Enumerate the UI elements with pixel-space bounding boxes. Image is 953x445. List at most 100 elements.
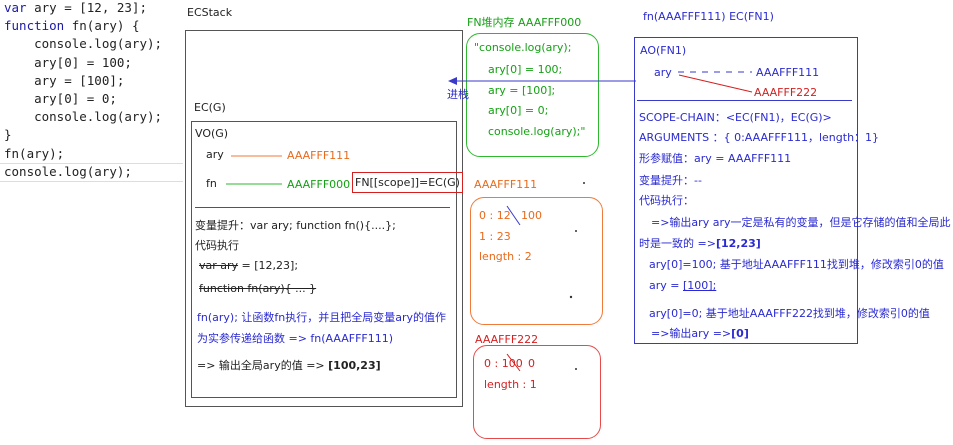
vog-ary-label: ary	[206, 148, 224, 161]
code-text: fn(ary) {	[64, 18, 140, 34]
code-line: }	[4, 126, 162, 144]
ao-title: AO(FN1)	[640, 44, 687, 57]
ao-ary-label: ary	[654, 66, 672, 79]
ecg-output-value: [100,23]	[328, 359, 381, 372]
ao-ary-addr2: AAAFFF222	[754, 86, 818, 99]
ecg-exec-title: 代码执行	[195, 239, 239, 252]
code-text: ary = [12, 23];	[26, 0, 147, 15]
code-keyword: function	[4, 18, 65, 34]
code-line: function fn(ary) {	[4, 17, 162, 35]
heap-222-index0: 0 : 100	[484, 357, 523, 370]
fn-scope-box: FN[[scope]]=EC(G)	[352, 172, 463, 193]
fn-hoist: 变量提升：--	[639, 174, 702, 187]
ecg-hoist: 变量提升：var ary; function fn(){....};	[195, 219, 396, 232]
dot-mark	[575, 230, 577, 232]
fn-exec: 代码执行：	[639, 194, 694, 207]
ao-divider	[637, 100, 852, 101]
fn-out1-a: =>输出ary ary一定是私有的变量，但是它存储的值和全局此	[651, 216, 951, 229]
heap-fn-line-4: console.log(ary);"	[488, 125, 586, 138]
heap-222-title: AAAFFF222	[475, 333, 539, 346]
ecg-output: => 输出全局ary的值 => [100,23]	[197, 357, 381, 373]
heap-fn-box	[466, 33, 599, 157]
vog-title: VO(G)	[195, 127, 229, 140]
code-line: ary = [100];	[4, 72, 162, 90]
heap-111-length: length : 2	[479, 250, 532, 263]
ecg-exec-var-rest: = [12,23];	[238, 259, 299, 272]
ecg-box	[191, 121, 457, 398]
code-text: console.log(ary);	[4, 36, 163, 52]
fn-step3: ary[0]=0; 基于地址AAAFFF222找到堆，修改索引0的值	[649, 307, 930, 320]
code-line: fn(ary);	[4, 145, 162, 163]
fn-out1-value: [12,23]	[715, 237, 761, 250]
heap-fn-title: FN堆内存 AAAFFF000	[467, 16, 582, 29]
fn-step1: ary[0]=100; 基于地址AAAFFF111找到堆，修改索引0的值	[649, 258, 944, 271]
code-text: console.log(ary);	[4, 163, 132, 179]
fn-ctx-title: fn(AAAFFF111) EC(FN1)	[643, 10, 774, 23]
code-keyword: var	[4, 0, 27, 15]
code-text: fn(ary);	[4, 145, 65, 161]
heap-111-index0: 0 : 12	[479, 209, 511, 222]
code-lines: var ary = [12, 23];function fn(ary) { co…	[4, 0, 162, 181]
ao-ary-red-line	[678, 74, 753, 93]
fn-step2: ary = [100];	[649, 279, 716, 292]
fn-out2-value: [0]	[731, 327, 749, 340]
code-line: console.log(ary);	[4, 108, 162, 126]
heap-111-strike-line	[506, 205, 521, 226]
ecg-call-desc-1: fn(ary); 让函数fn执行，并且把全局变量ary的值作	[197, 311, 447, 324]
code-line: console.log(ary);	[4, 163, 162, 181]
code-line: var ary = [12, 23];	[4, 0, 162, 17]
code-current-line-border	[0, 163, 183, 182]
heap-222-new0: 0	[528, 357, 535, 370]
fn-scope-text: FN[[scope]]=EC(G)	[355, 176, 460, 189]
ecg-output-prefix: => 输出全局ary的值 =>	[197, 359, 325, 372]
fn-ctx-box	[634, 37, 858, 344]
fn-step2-a: ary =	[649, 279, 683, 292]
fn-out2-text: =>输出ary =>	[651, 327, 732, 340]
ecg-exec-fn: function fn(ary){ ... }	[199, 282, 317, 295]
heap-222-strike-line	[506, 353, 521, 372]
fn-out1-b: 时是一致的 =>[12,23]	[639, 235, 761, 251]
code-line: ary[0] = 0;	[4, 90, 162, 108]
heap-111-index1: 1 : 23	[479, 230, 511, 243]
heap-111-new0: 100	[521, 209, 542, 222]
dot-mark	[569, 295, 573, 299]
fn-step2-b: [100];	[682, 279, 717, 292]
code-text: ary[0] = 0;	[4, 91, 117, 107]
fn-out1-b-text: 时是一致的 =>	[639, 237, 716, 250]
fn-scope-chain: SCOPE-CHAIN：<EC(FN1)，EC(G)>	[639, 111, 832, 124]
heap-222-box	[473, 345, 601, 439]
code-panel: var ary = [12, 23];function fn(ary) { co…	[0, 0, 183, 182]
heap-fn-line-0: "console.log(ary);	[474, 41, 572, 54]
ecstack-box	[185, 30, 463, 407]
ao-ary-addr1: AAAFFF111	[756, 66, 820, 79]
vog-ary-address: AAAFFF111	[287, 149, 351, 162]
heap-fn-line-1: ary[0] = 100;	[488, 63, 563, 76]
heap-222-length: length : 1	[484, 378, 537, 391]
fn-arguments: ARGUMENTS ：{ 0:AAAFFF111，length：1}	[639, 131, 880, 144]
ecg-exec-var-struck: var ary	[199, 259, 239, 272]
ecg-exec-var: var ary = [12,23];	[199, 259, 298, 272]
code-text: console.log(ary);	[4, 109, 163, 125]
heap-fn-line-3: ary[0] = 0;	[488, 104, 549, 117]
heap-111-box	[470, 197, 603, 325]
dot-mark	[575, 368, 577, 370]
vog-fn-label: fn	[206, 177, 217, 190]
vog-fn-address: AAAFFF000	[287, 178, 351, 191]
dot-mark	[583, 182, 585, 184]
fn-param: 形参赋值：ary = AAAFFF111	[639, 152, 792, 165]
heap-fn-line-2: ary = [100];	[488, 84, 556, 97]
code-line: console.log(ary);	[4, 35, 162, 53]
vog-divider	[195, 207, 450, 208]
code-text: ary = [100];	[4, 72, 125, 88]
jinzhan-label: 进栈	[447, 88, 469, 101]
ecg-title: EC(G)	[194, 101, 226, 114]
code-text: }	[4, 127, 12, 143]
code-line: ary[0] = 100;	[4, 54, 162, 72]
ecstack-title: ECStack	[187, 6, 233, 19]
ecg-call-desc-2: 为实参传递给函数 => fn(AAAFFF111)	[197, 332, 394, 345]
jinzhan-arrowhead	[448, 77, 457, 85]
heap-111-title: AAAFFF111	[474, 178, 538, 191]
fn-out2: =>输出ary =>[0]	[651, 325, 749, 341]
code-text: ary[0] = 100;	[4, 54, 132, 70]
